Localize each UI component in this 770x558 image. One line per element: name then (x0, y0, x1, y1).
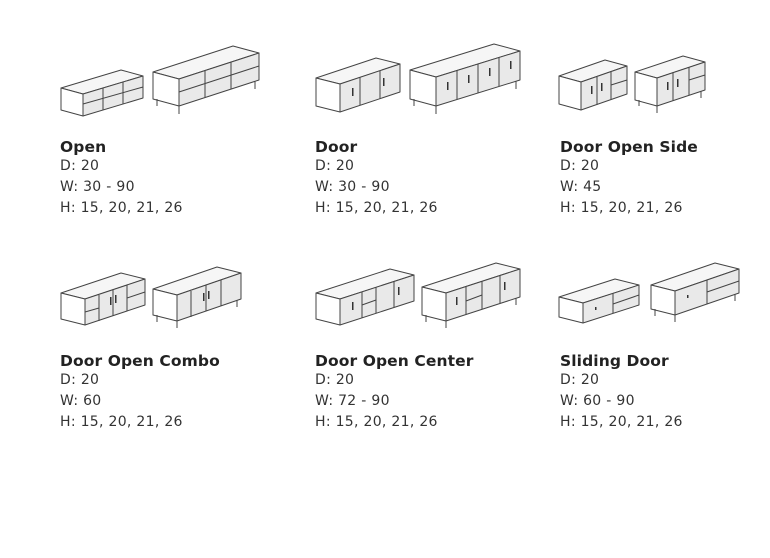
product-title: Door Open Center (315, 352, 474, 370)
spec-depth: D: 20 (560, 158, 600, 174)
door-open-combo-cabinet-icon (55, 255, 295, 345)
spec-depth: D: 20 (60, 372, 100, 388)
spec-width: W: 60 - 90 (560, 393, 635, 409)
spec-height: H: 15, 20, 21, 26 (315, 200, 438, 216)
spec-width: W: 30 - 90 (60, 179, 135, 195)
spec-width: W: 30 - 90 (315, 179, 390, 195)
product-title: Open (60, 138, 107, 156)
door-open-center-cabinet-icon (310, 255, 550, 345)
spec-height: H: 15, 20, 21, 26 (60, 200, 183, 216)
spec-height: H: 15, 20, 21, 26 (315, 414, 438, 430)
sliding-door-cabinet-icon (555, 255, 770, 345)
spec-depth: D: 20 (315, 158, 355, 174)
door-cabinet-icon (310, 40, 550, 130)
spec-depth: D: 20 (60, 158, 100, 174)
spec-width: W: 45 (560, 179, 602, 195)
product-title: Sliding Door (560, 352, 669, 370)
spec-depth: D: 20 (315, 372, 355, 388)
spec-depth: D: 20 (560, 372, 600, 388)
spec-height: H: 15, 20, 21, 26 (560, 200, 683, 216)
door-open-side-cabinet-icon (555, 40, 770, 130)
spec-width: W: 72 - 90 (315, 393, 390, 409)
product-title: Door (315, 138, 358, 156)
product-title: Door Open Combo (60, 352, 220, 370)
product-title: Door Open Side (560, 138, 698, 156)
spec-height: H: 15, 20, 21, 26 (560, 414, 683, 430)
spec-height: H: 15, 20, 21, 26 (60, 414, 183, 430)
open-cabinet-icon (55, 40, 295, 130)
spec-width: W: 60 (60, 393, 102, 409)
